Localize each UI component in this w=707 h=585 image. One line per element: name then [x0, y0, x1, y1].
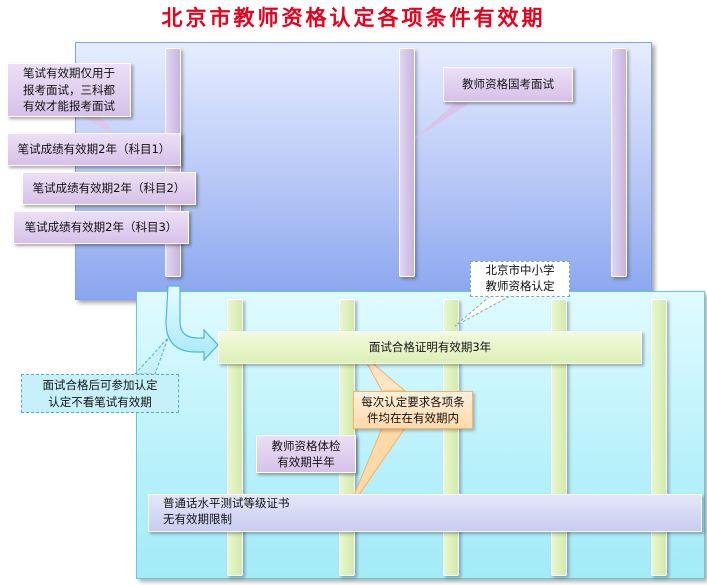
- transition-arrow: [165, 285, 219, 362]
- written-note: 笔试有效期仅用于 报考面试，三科都 有效才能报考面试: [7, 63, 131, 117]
- mandarin-certificate-bar: 普通话水平测试等级证书 无有效期限制: [148, 494, 702, 532]
- page-title: 北京市教师资格认定各项条件有效期: [161, 5, 546, 30]
- national-interview-label: 教师资格国考面试: [443, 67, 573, 102]
- beijing-cert-tail: [454, 295, 511, 327]
- each-certification-note: 每次认定要求各项条 件均在在有效期内: [353, 391, 473, 429]
- after-interview-tail: [133, 337, 169, 375]
- subject-2-bar: 笔试成绩有效期2年（科目2）: [22, 172, 196, 205]
- beijing-certification-label: 北京市中小学 教师资格认定: [470, 261, 570, 297]
- timeline-bar-2: [399, 48, 415, 277]
- timeline-bar-3: [611, 48, 627, 277]
- interview-certificate-bar: 面试合格证明有效期3年: [218, 331, 642, 364]
- national-interview-tail: [413, 103, 470, 140]
- after-interview-note: 面试合格后可参加认定 认定不看笔试有效期: [21, 374, 179, 413]
- subject-3-bar: 笔试成绩有效期2年（科目3）: [13, 211, 189, 244]
- physical-exam-bar: 教师资格体检 有效期半年: [256, 435, 356, 473]
- written-note-tail: [80, 115, 118, 138]
- subject-1-bar: 笔试成绩有效期2年（科目1）: [7, 133, 181, 166]
